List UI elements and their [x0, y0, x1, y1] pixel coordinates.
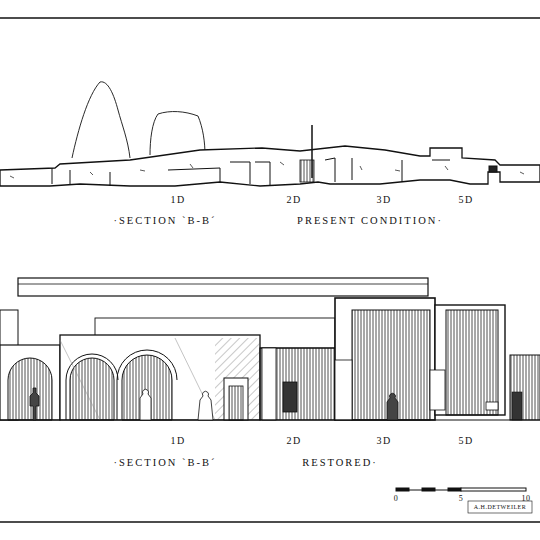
callout-number: 5D: [458, 436, 473, 446]
scale-number: 0: [394, 495, 399, 503]
frame-line: [0, 521, 540, 523]
author-credit: A.H.DETWEILER: [474, 504, 527, 510]
callout-number: 2D: [286, 195, 301, 205]
section-title: ·SECTION `B-B´: [114, 216, 217, 227]
section-title: RESTORED·: [302, 458, 378, 469]
scale-number: 10: [522, 495, 531, 503]
callout-number: 1D: [170, 195, 185, 205]
section-title: ·SECTION `B-B´: [114, 458, 217, 469]
callout-number: 1D: [170, 436, 185, 446]
ruins-profile: [0, 82, 540, 186]
callout-number: 2D: [286, 436, 301, 446]
callout-number: 3D: [376, 436, 391, 446]
callout-number: 3D: [376, 195, 391, 205]
frame-line: [0, 17, 540, 19]
scale-number: 5: [459, 495, 464, 503]
section-title: PRESENT CONDITION·: [297, 216, 443, 227]
restored-section: [0, 278, 540, 420]
callout-number: 5D: [458, 195, 473, 205]
scale-bar: [396, 488, 532, 513]
